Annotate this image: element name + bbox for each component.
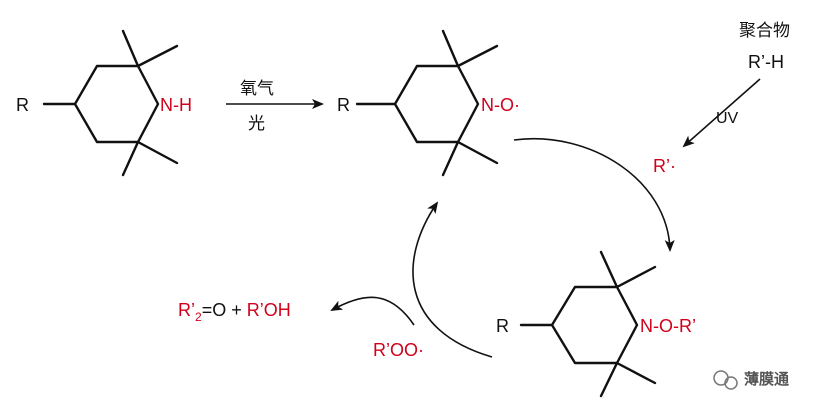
amine-molecule: R N-H bbox=[16, 29, 192, 177]
nitroxide-molecule: R N-O· bbox=[337, 29, 520, 177]
watermark-text: 薄膜通 bbox=[744, 370, 789, 388]
alkoxyamine-nor-label: N-O-R’ bbox=[640, 316, 696, 336]
chat-bubble-icon-2 bbox=[724, 376, 738, 390]
light-label: 光 bbox=[248, 114, 265, 134]
alkyl-radical-label: R’· bbox=[653, 156, 676, 176]
ketone-r: R’ bbox=[178, 300, 195, 320]
alkoxyamine-r-label: R bbox=[496, 316, 509, 336]
trapping-arrow bbox=[513, 138, 675, 252]
oxygen-label: 氧气 bbox=[240, 79, 274, 99]
amine-nh-label: N-H bbox=[160, 95, 192, 115]
product-arrow bbox=[330, 296, 415, 326]
ketone-subscript: 2 bbox=[195, 310, 202, 324]
amine-r-label: R bbox=[16, 95, 29, 115]
watermark: 薄膜通 bbox=[713, 370, 789, 390]
oxidation-arrow: 氧气 光 bbox=[226, 79, 324, 134]
alcohol-label: R’OH bbox=[247, 300, 291, 320]
peroxy-radical-label: R’OO· bbox=[373, 340, 424, 360]
chat-bubble-icon bbox=[713, 370, 729, 386]
nitroxide-no-label: N-O· bbox=[481, 95, 520, 115]
polymer-source: 聚合物 R’-H UV R’· bbox=[653, 21, 790, 176]
ketone-rest: =O + bbox=[202, 300, 247, 320]
alkoxyamine-molecule: R N-O-R’ bbox=[496, 250, 696, 398]
products-label: R’2=O + R’OH bbox=[178, 300, 291, 324]
polymer-label: 聚合物 bbox=[739, 21, 790, 41]
regeneration-arrow bbox=[412, 201, 493, 358]
nitroxide-r-label: R bbox=[337, 95, 350, 115]
polymer-formula: R’-H bbox=[748, 52, 784, 72]
uv-label: UV bbox=[716, 110, 739, 127]
